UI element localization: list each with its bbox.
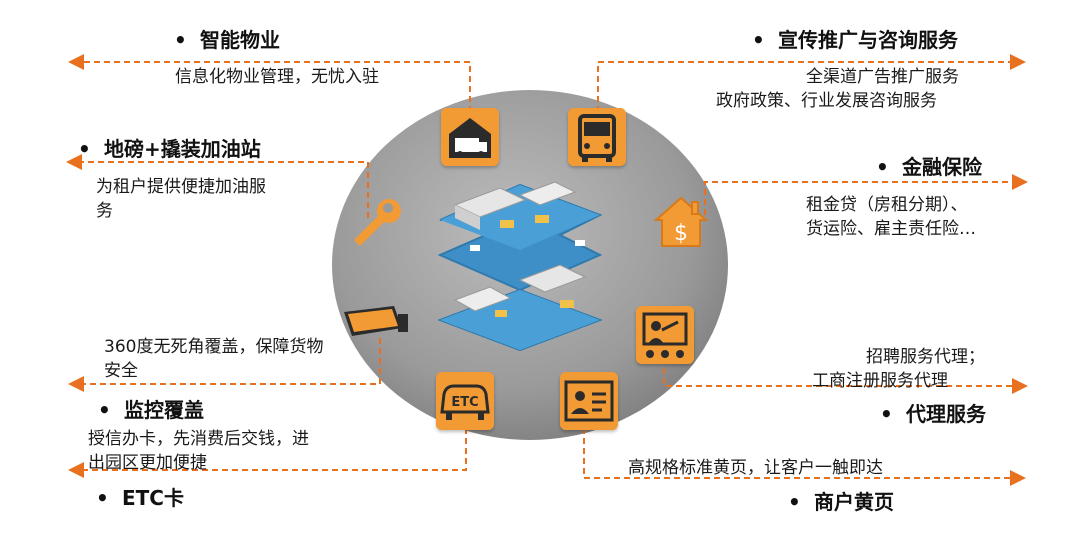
finance-desc-2: 货运险、雇主责任险… bbox=[806, 219, 976, 239]
svg-text:$: $ bbox=[674, 221, 688, 246]
promotion-desc-2: 政府政策、行业发展咨询服务 bbox=[716, 91, 937, 111]
connector-etc bbox=[68, 428, 467, 478]
weighbridge-desc-1: 为租户提供便捷加油服 bbox=[96, 177, 266, 197]
id-card-icon bbox=[560, 372, 618, 430]
agency-desc-1: 招聘服务代理； bbox=[866, 347, 985, 367]
connector-yellowpage bbox=[583, 428, 1026, 486]
etc-car-icon: ETC bbox=[436, 372, 494, 430]
surveillance-desc-1: 360度无死角覆盖，保障货物 bbox=[104, 337, 324, 357]
weighbridge-title: •地磅+撬装加油站 bbox=[78, 137, 261, 161]
bullet: • bbox=[96, 486, 109, 510]
truck-front-icon bbox=[568, 108, 626, 166]
bullet: • bbox=[752, 28, 765, 52]
yellowpage-desc: 高规格标准黄页，让客户一触即达 bbox=[628, 458, 883, 478]
finance-desc-1: 租金贷（房租分期）、 bbox=[806, 195, 968, 215]
bullet: • bbox=[880, 402, 893, 426]
warehouse-truck-icon bbox=[441, 108, 499, 166]
agency-title: •代理服务 bbox=[880, 402, 986, 426]
connector-promotion bbox=[597, 54, 1026, 112]
bullet: • bbox=[788, 490, 801, 514]
finance-title: •金融保险 bbox=[876, 155, 982, 179]
surveillance-title: •监控覆盖 bbox=[98, 398, 204, 422]
logistics-park-illustration bbox=[437, 181, 603, 352]
house-dollar-icon: $ bbox=[652, 192, 710, 250]
etc-title: •ETC卡 bbox=[96, 486, 184, 510]
bullet: • bbox=[174, 28, 187, 52]
security-camera-icon bbox=[342, 302, 408, 360]
etc-desc-1: 授信办卡，先消费后交钱，进 bbox=[88, 429, 309, 449]
connector-weighbridge bbox=[66, 154, 369, 218]
property-title: •智能物业 bbox=[174, 28, 280, 52]
connector-property bbox=[68, 54, 471, 112]
promotion-title: •宣传推广与咨询服务 bbox=[752, 28, 958, 52]
weighbridge-desc-2: 务 bbox=[96, 201, 113, 221]
bullet: • bbox=[78, 137, 91, 161]
surveillance-desc-2: 安全 bbox=[104, 361, 138, 381]
etc-desc-2: 出园区更加便捷 bbox=[88, 453, 207, 473]
yellowpage-title: •商户黄页 bbox=[788, 490, 894, 514]
promotion-desc-1: 全渠道广告推广服务 bbox=[806, 67, 959, 87]
bullet: • bbox=[876, 155, 889, 179]
connector-finance bbox=[704, 174, 1028, 215]
property-desc: 信息化物业管理，无忧入驻 bbox=[175, 67, 379, 87]
wrench-icon bbox=[344, 192, 402, 250]
agency-desc-2: 工商注册服务代理 bbox=[812, 371, 948, 391]
svg-text:ETC: ETC bbox=[451, 395, 478, 410]
connector-surveillance bbox=[68, 338, 381, 392]
presentation-icon bbox=[636, 306, 694, 364]
bullet: • bbox=[98, 398, 111, 422]
